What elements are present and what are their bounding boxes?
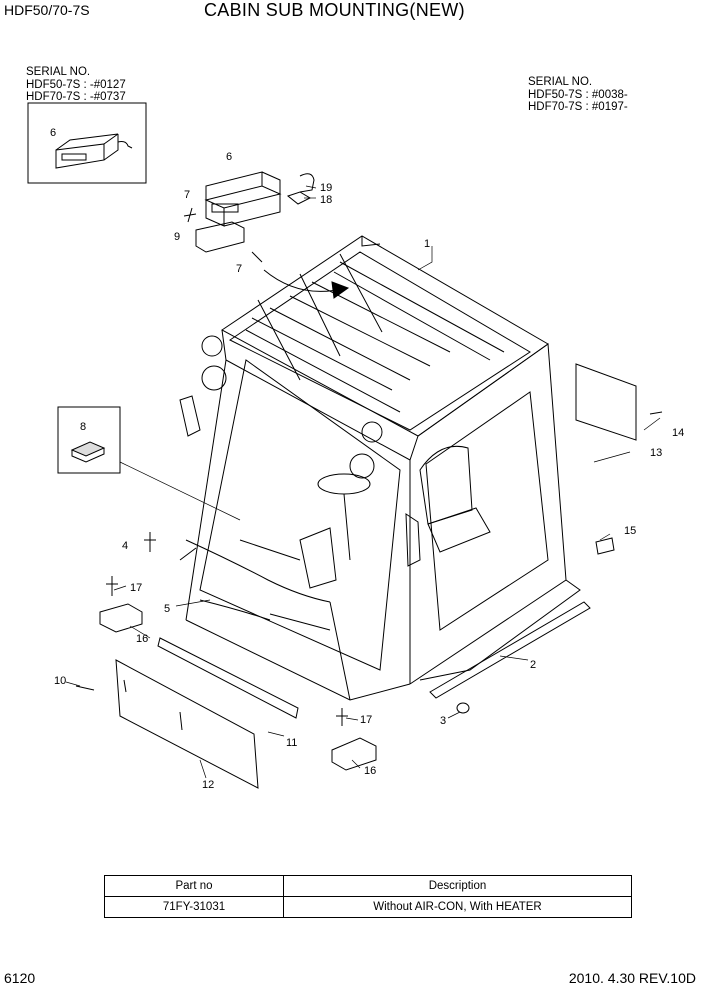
door-panel xyxy=(575,363,637,441)
inset-box-switch xyxy=(57,406,121,474)
callout-9: 9 xyxy=(174,231,180,243)
bolt-10 xyxy=(75,685,95,691)
column-header-description: Description xyxy=(283,875,632,897)
serial-line: HDF70-7S : #0197- xyxy=(528,101,628,113)
table-header-row: Part no Description xyxy=(104,875,632,897)
serial-line: HDF50-7S : -#0127 xyxy=(26,78,126,91)
serial-block-right: SERIAL NO. HDF50-7S : #0038- HDF70-7S : … xyxy=(528,76,628,114)
model-number: HDF50/70-7S xyxy=(4,2,90,18)
callout-3: 3 xyxy=(440,715,446,727)
bolt-17b xyxy=(336,708,348,726)
arrowhead xyxy=(331,281,350,299)
side-strip xyxy=(429,601,591,699)
bracket-16a xyxy=(99,603,143,633)
callout-7b: 7 xyxy=(236,263,242,275)
panel-cover-12 xyxy=(115,659,259,789)
callout-13: 13 xyxy=(650,447,662,459)
radio-assembly xyxy=(183,171,315,263)
callout-12: 12 xyxy=(202,779,214,791)
column-header-part-no: Part no xyxy=(104,875,284,897)
callout-15: 15 xyxy=(624,525,636,537)
callout-2: 2 xyxy=(530,659,536,671)
callout-17b: 17 xyxy=(360,714,372,726)
callout-14: 14 xyxy=(672,427,684,439)
bolt-17a xyxy=(106,576,118,596)
callout-5: 5 xyxy=(164,603,170,615)
callout-18: 18 xyxy=(320,194,332,206)
callout-6b: 6 xyxy=(226,151,232,163)
page-title: CABIN SUB MOUNTING(NEW) xyxy=(204,0,465,20)
serial-heading: SERIAL NO. xyxy=(26,66,91,78)
callout-10: 10 xyxy=(54,675,66,687)
bracket-16b xyxy=(331,737,377,771)
callout-16b: 16 xyxy=(364,765,376,777)
callout-7a: 7 xyxy=(184,189,190,201)
cell-part-no: 71FY-31031 xyxy=(104,896,284,918)
serial-line: HDF50-7S : #0038- xyxy=(528,88,628,101)
panel-strip-11 xyxy=(157,637,299,719)
serial-heading: SERIAL NO. xyxy=(528,76,593,88)
serial-block-left: SERIAL NO. HDF50-7S : -#0127 HDF70-7S : … xyxy=(26,66,126,104)
callout-6a: 6 xyxy=(50,127,56,139)
work-lamps xyxy=(179,335,421,567)
wiring-harness xyxy=(185,539,351,701)
callout-19: 19 xyxy=(320,182,332,194)
parts-table: Part no Description 71FY-31031 Without A… xyxy=(104,875,632,918)
cap-3 xyxy=(456,702,470,714)
bolt-4 xyxy=(144,532,156,552)
leader-lines xyxy=(65,185,661,779)
part-15 xyxy=(595,537,615,555)
callout-11: 11 xyxy=(286,737,297,749)
operator-seat xyxy=(299,445,491,589)
callout-1: 1 xyxy=(424,238,430,250)
callout-17a: 17 xyxy=(130,582,142,594)
callout-16a: 16 xyxy=(136,633,148,645)
inset-box-radio xyxy=(27,102,147,184)
bolt-14 xyxy=(649,411,663,415)
serial-line: HDF70-7S : -#0737 xyxy=(26,91,126,103)
revision-date: 2010. 4.30 REV.10D xyxy=(568,970,696,986)
callout-8: 8 xyxy=(80,421,86,433)
callout-4: 4 xyxy=(122,540,128,552)
table-row: 71FY-31031 Without AIR-CON, With HEATER xyxy=(104,896,632,918)
cell-description: Without AIR-CON, With HEATER xyxy=(283,896,632,918)
cabin-frame xyxy=(185,235,581,701)
page-number: 6120 xyxy=(4,970,36,986)
